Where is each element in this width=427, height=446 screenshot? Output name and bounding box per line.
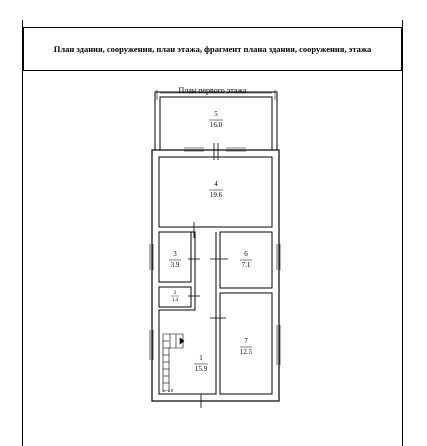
room-5-number: 5	[214, 110, 218, 118]
room-3-area: 3.9	[171, 261, 180, 269]
room-2-number: 2	[174, 291, 177, 296]
room-6-number: 6	[244, 250, 248, 258]
room-4-outline	[158, 156, 273, 228]
room-4-area: 19.6	[210, 191, 223, 199]
room-2-outline	[158, 286, 192, 308]
room-1-outline	[158, 231, 217, 395]
staircase	[162, 333, 185, 392]
room-6-outline	[219, 231, 273, 289]
house-outer-wall	[151, 149, 280, 402]
room-5-area: 16.0	[210, 121, 223, 129]
document-header: План здания, сооружения, план этажа, фра…	[23, 27, 402, 71]
room-6-area: 7.1	[242, 261, 251, 269]
room-4-number: 4	[214, 180, 218, 188]
room-1-area: 15.9	[195, 365, 208, 373]
header-title: План здания, сооружения, план этажа, фра…	[53, 44, 372, 54]
room-7-outline	[219, 292, 273, 395]
document-sheet: План здания, сооружения, план этажа, фра…	[22, 20, 403, 446]
room-2-area: 1.4	[172, 298, 179, 303]
room-3-number: 3	[173, 250, 177, 258]
room-7-number: 7	[244, 337, 248, 345]
height-mark: h=2.8	[163, 388, 174, 393]
room-3-outline	[158, 231, 192, 283]
room-7-area: 12.5	[240, 348, 253, 356]
plan-subtitle: План первого этажа	[178, 86, 247, 95]
room-1-number: 1	[199, 354, 203, 362]
